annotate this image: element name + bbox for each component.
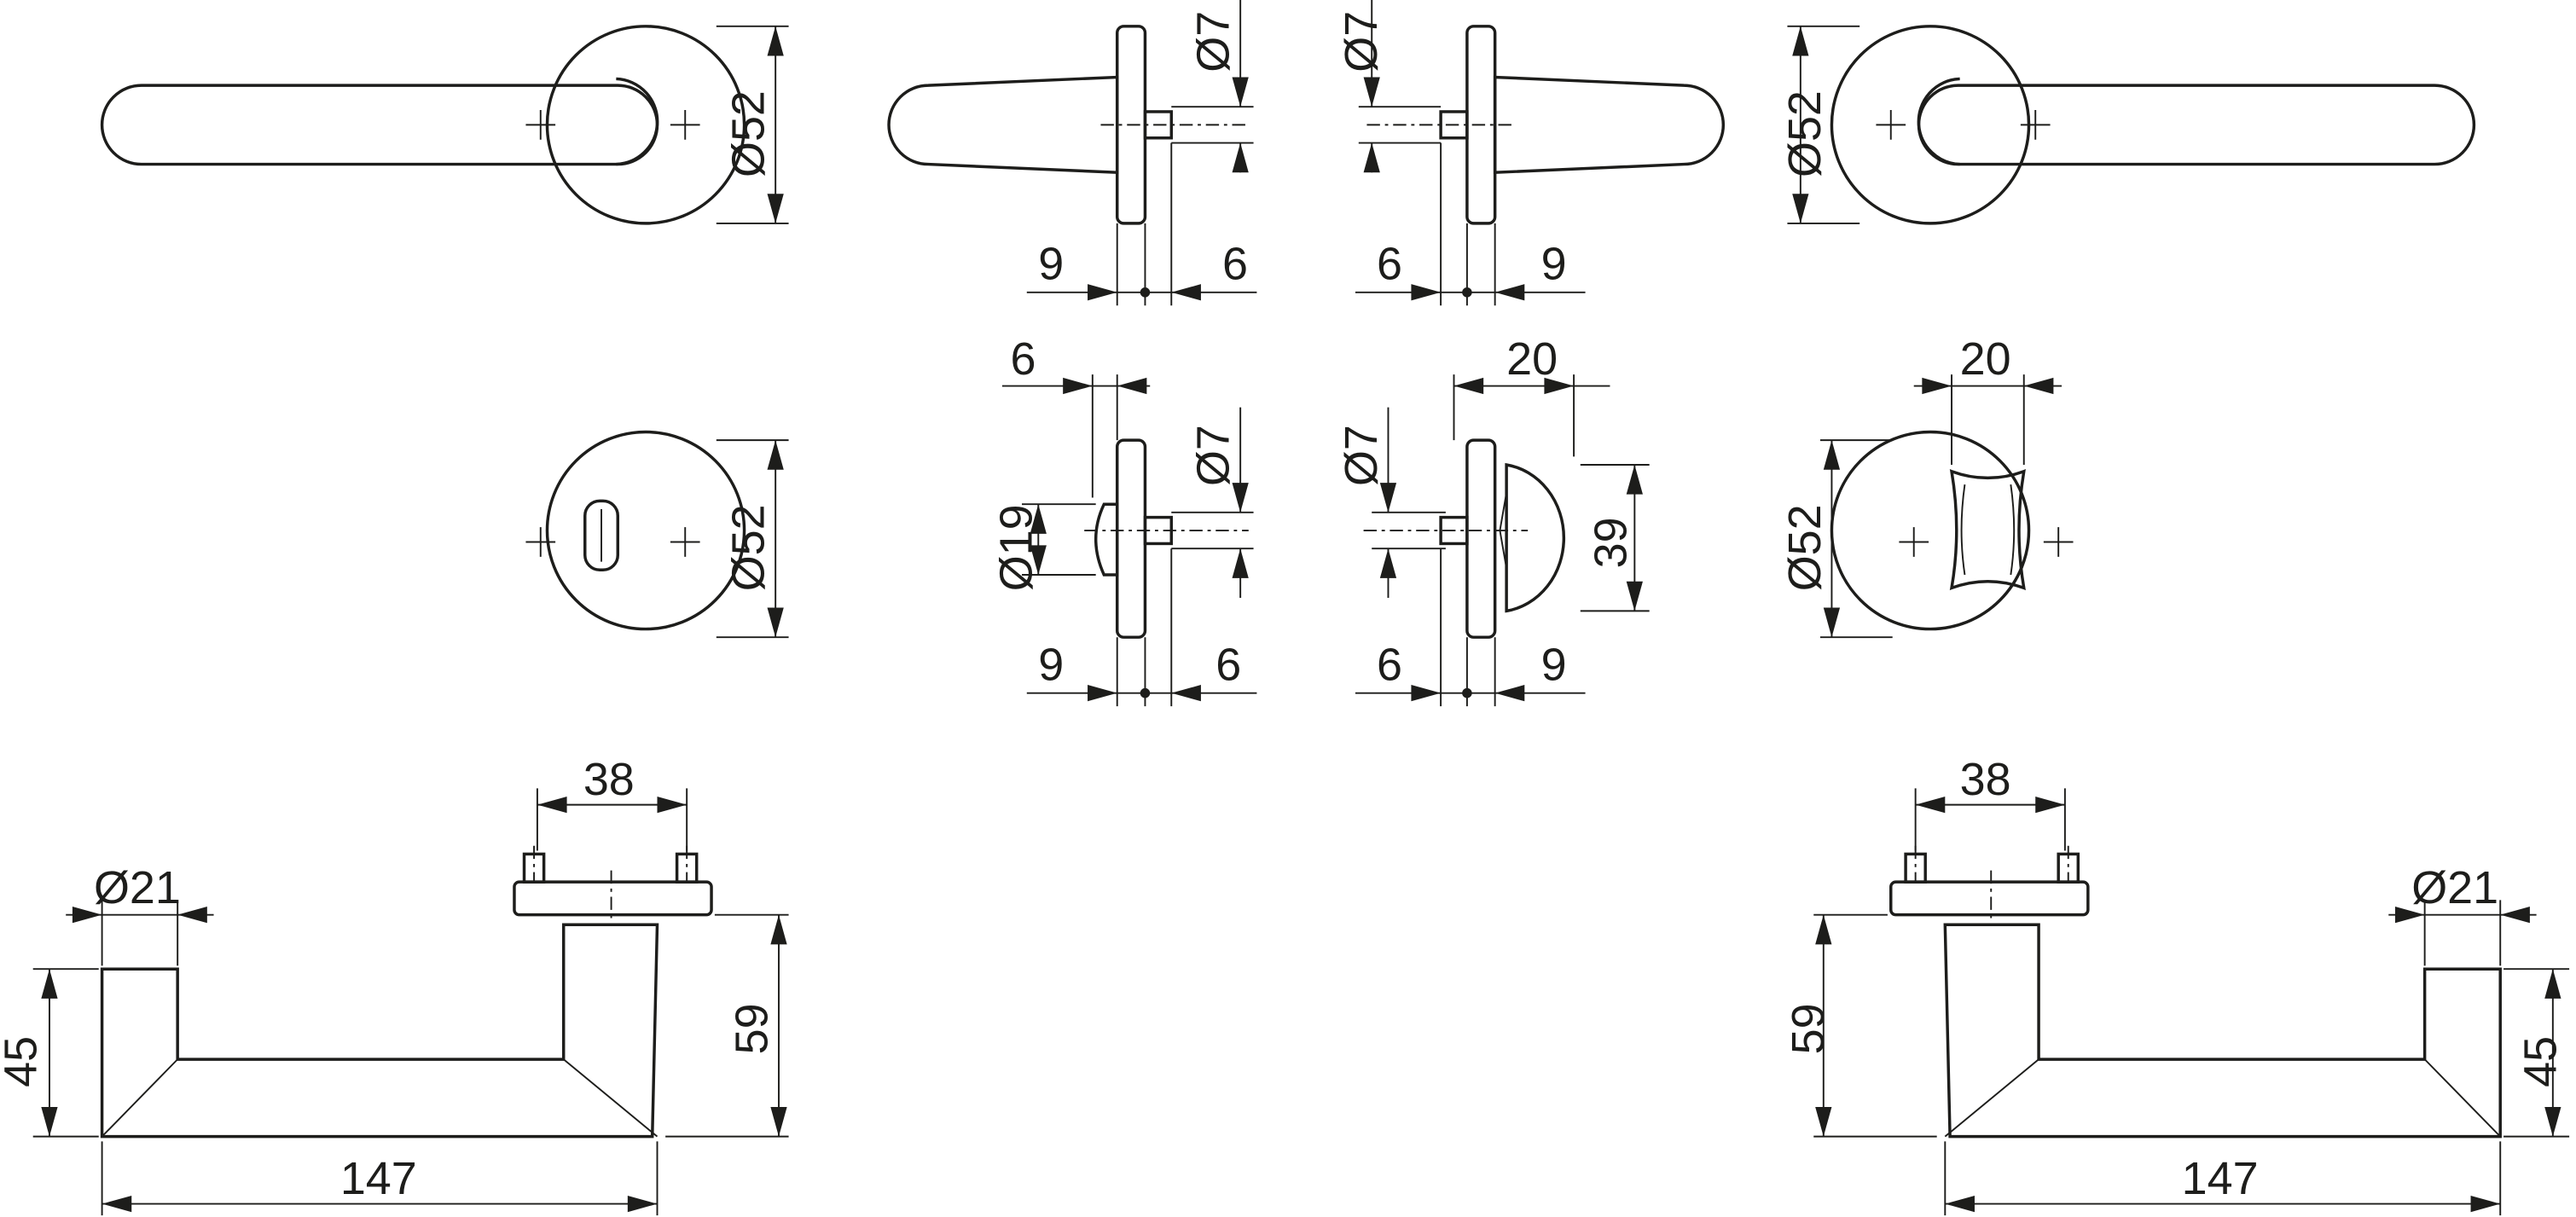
rosette-lever-front-right xyxy=(1785,25,2476,225)
lever-profile-left xyxy=(31,786,791,1217)
privacy-rosette-front xyxy=(525,430,789,639)
dim-turn-width-front: 20 xyxy=(1960,333,2011,385)
lever-profile-right xyxy=(1812,786,2571,1217)
dim-length-right: 147 xyxy=(2182,1153,2259,1204)
dim-length-left: 147 xyxy=(340,1153,417,1204)
lever-side-right xyxy=(1354,0,1726,307)
thumbturn-rosette-front xyxy=(1819,374,2074,639)
dim-rose-diameter-tr: Ø52 xyxy=(1779,90,1830,177)
dim-projection-left: 59 xyxy=(727,1003,778,1054)
dim-6-mr: 6 xyxy=(1377,639,1402,690)
dim-spindle-ml: Ø7 xyxy=(1188,425,1239,486)
dim-lever-height-left: 45 xyxy=(0,1036,47,1087)
dim-6-tl: 6 xyxy=(1222,238,1248,289)
dim-spindle-mr: Ø7 xyxy=(1336,425,1387,486)
dim-knob-offset: 6 xyxy=(1011,333,1036,385)
rosette-lever-front-left xyxy=(100,25,791,225)
thumbturn-side-view xyxy=(1355,374,1650,707)
dim-turn-width-side: 20 xyxy=(1506,333,1558,385)
dim-6-tr: 6 xyxy=(1377,238,1402,289)
dim-rose-diameter-mr: Ø52 xyxy=(1779,504,1830,591)
dim-6-ml: 6 xyxy=(1215,639,1241,690)
dim-spindle-tr: Ø7 xyxy=(1336,11,1387,72)
dimension-labels: Ø52 Ø52 Ø52 Ø52 Ø7 Ø7 Ø7 Ø7 9 6 6 9 9 6 … xyxy=(0,11,2567,1204)
dim-rose-diameter-ml: Ø52 xyxy=(723,504,775,591)
dim-9-ml: 9 xyxy=(1038,639,1064,690)
dim-knob-diameter: Ø19 xyxy=(991,504,1042,591)
dim-spindle-tl: Ø7 xyxy=(1188,11,1239,72)
knob-side-view xyxy=(1001,374,1257,707)
dim-9-tl: 9 xyxy=(1038,238,1064,289)
dim-grip-left: Ø21 xyxy=(94,862,181,913)
dim-grip-right: Ø21 xyxy=(2411,862,2498,913)
dim-projection-right: 59 xyxy=(1783,1003,1834,1054)
dim-pin-spacing-right: 38 xyxy=(1960,754,2011,805)
dim-rose-diameter-tl: Ø52 xyxy=(723,90,775,177)
dim-pin-spacing-left: 38 xyxy=(583,754,635,805)
dim-lever-height-right: 45 xyxy=(2515,1036,2567,1087)
dim-turn-height: 39 xyxy=(1586,517,1637,568)
dim-9-mr: 9 xyxy=(1541,639,1567,690)
dim-9-tr: 9 xyxy=(1541,238,1567,289)
